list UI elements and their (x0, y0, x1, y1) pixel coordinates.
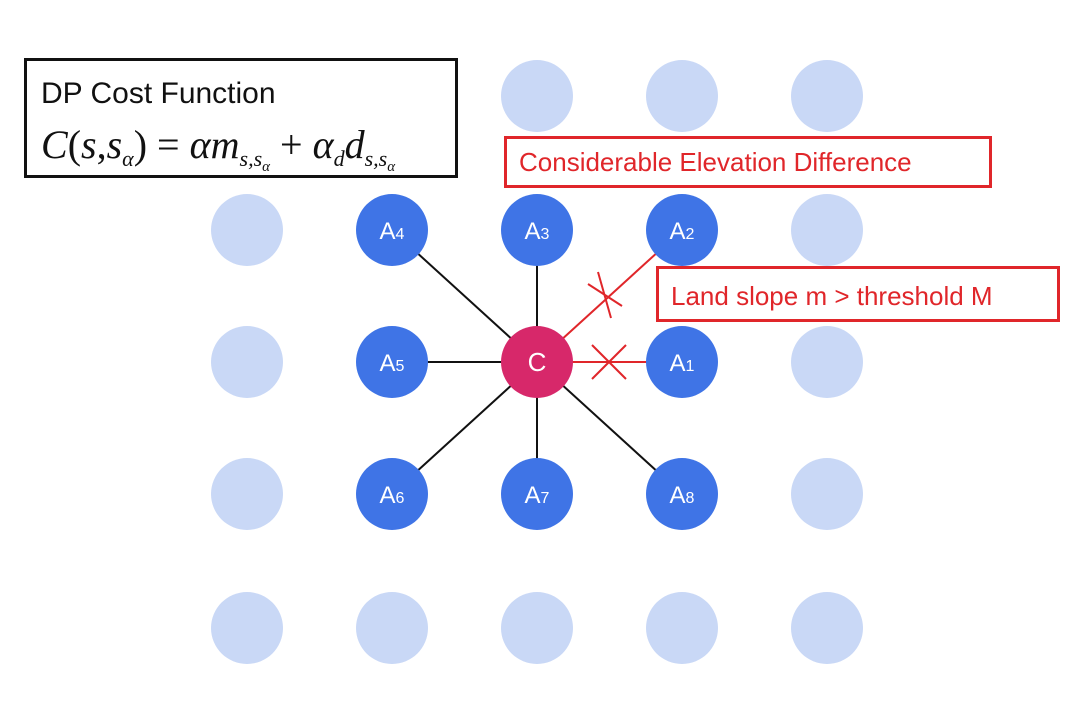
neighbor-node-a3: A3 (501, 194, 573, 266)
grid-node (501, 592, 573, 664)
neighbor-node-a7: A7 (501, 458, 573, 530)
elevation-difference-callout: Considerable Elevation Difference (504, 136, 992, 188)
cost-function-title: DP Cost Function (41, 77, 276, 110)
cost-function-box: DP Cost Function C(s,sα) = αms,sα + αdds… (24, 58, 458, 178)
grid-nodes (211, 60, 863, 664)
grid-node (646, 60, 718, 132)
neighbor-node-a5: A5 (356, 326, 428, 398)
cost-function-equation: C(s,sα) = αms,sα + αdds,sα (41, 122, 396, 175)
neighbor-node-a4: A4 (356, 194, 428, 266)
neighbor-node-a6: A6 (356, 458, 428, 530)
grid-node (791, 194, 863, 266)
svg-text:A3: A3 (525, 218, 550, 245)
neighbor-node-a1: A1 (646, 326, 718, 398)
svg-text:A7: A7 (525, 482, 550, 509)
neighbor-node-a2: A2 (646, 194, 718, 266)
grid-node (501, 60, 573, 132)
center-node: C (501, 326, 573, 398)
grid-node (791, 60, 863, 132)
grid-node (356, 592, 428, 664)
svg-text:A5: A5 (380, 350, 405, 377)
grid-node (646, 592, 718, 664)
grid-node (211, 194, 283, 266)
cross-mark-icon (591, 344, 627, 380)
grid-node (791, 326, 863, 398)
grid-node (791, 592, 863, 664)
cross-mark-icon (587, 271, 623, 319)
land-slope-callout: Land slope m > threshold M (656, 266, 1060, 322)
svg-text:A4: A4 (380, 218, 405, 245)
grid-node (211, 326, 283, 398)
svg-text:A2: A2 (670, 218, 695, 245)
svg-text:C: C (528, 347, 547, 377)
svg-text:A8: A8 (670, 482, 695, 509)
grid-node (211, 458, 283, 530)
svg-text:A1: A1 (670, 350, 695, 377)
grid-node (211, 592, 283, 664)
svg-text:A6: A6 (380, 482, 405, 509)
grid-node (791, 458, 863, 530)
neighbor-node-a8: A8 (646, 458, 718, 530)
